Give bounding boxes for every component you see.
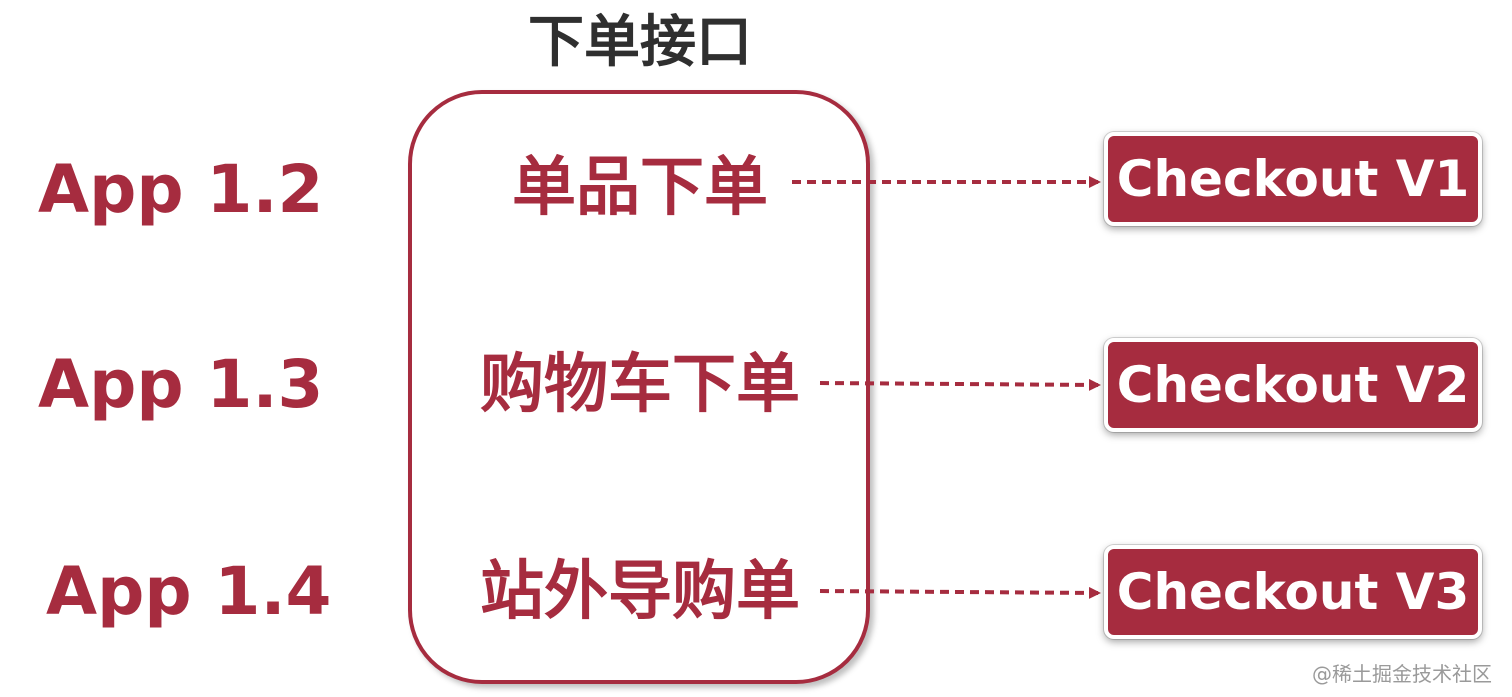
app-version-label-1: App 1.2	[38, 151, 324, 228]
checkout-box-v1: Checkout V1	[1104, 132, 1482, 226]
app-version-label-2: App 1.3	[38, 346, 324, 423]
entry-label-external: 站外导购单	[480, 555, 800, 629]
arrow-3	[819, 586, 1101, 599]
app-version-label-3: App 1.4	[46, 553, 332, 630]
entry-label-cart: 购物车下单	[480, 348, 800, 422]
entry-label-single-item: 单品下单	[512, 151, 768, 225]
interface-container	[408, 90, 870, 684]
diagram-title: 下单接口	[528, 10, 752, 75]
checkout-box-v2: Checkout V2	[1104, 338, 1482, 432]
checkout-box-v3: Checkout V3	[1104, 545, 1482, 639]
arrow-2	[819, 378, 1101, 391]
watermark: @稀土掘金技术社区	[1312, 662, 1492, 686]
